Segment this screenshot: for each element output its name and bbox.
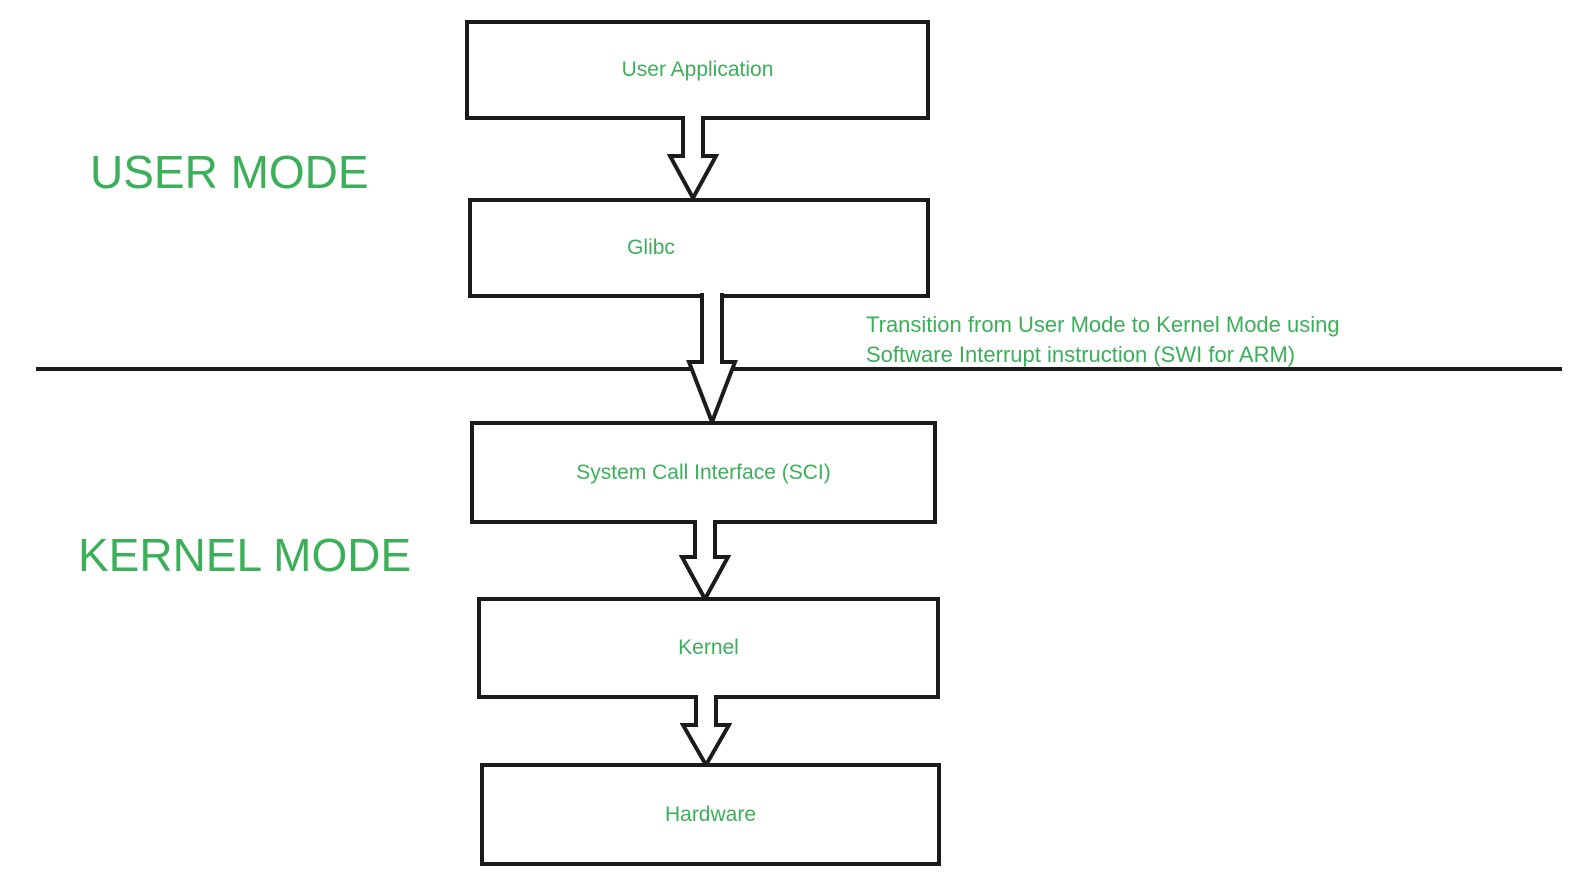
kernel-label: Kernel xyxy=(678,636,739,659)
arrow-kernel-to-hardware-icon xyxy=(680,695,732,767)
arrow-glibc-to-sci-icon xyxy=(686,293,738,424)
glibc-label: Glibc xyxy=(627,236,675,259)
transition-annotation-line2: Software Interrupt instruction (SWI for … xyxy=(866,342,1296,367)
arrow-user-application-to-glibc-icon xyxy=(667,116,719,200)
system-call-interface-label: System Call Interface (SCI) xyxy=(576,460,831,484)
hardware-box: Hardware xyxy=(480,763,941,866)
kernel-box: Kernel xyxy=(477,597,940,699)
glibc-box: Glibc xyxy=(468,198,930,298)
system-call-interface-box: System Call Interface (SCI) xyxy=(470,421,937,524)
user-application-label: User Application xyxy=(621,58,774,81)
kernel-mode-label: KERNEL MODE xyxy=(78,529,412,581)
user-mode-label: USER MODE xyxy=(90,146,369,198)
transition-annotation-line1: Transition from User Mode to Kernel Mode… xyxy=(866,312,1340,337)
hardware-label: Hardware xyxy=(664,802,757,826)
mode-divider-line xyxy=(36,367,1562,371)
user-application-box: User Application xyxy=(465,20,930,120)
arrow-sci-to-kernel-icon xyxy=(679,520,731,601)
transition-annotation: Transition from User Mode to Kernel Mode… xyxy=(866,310,1340,370)
